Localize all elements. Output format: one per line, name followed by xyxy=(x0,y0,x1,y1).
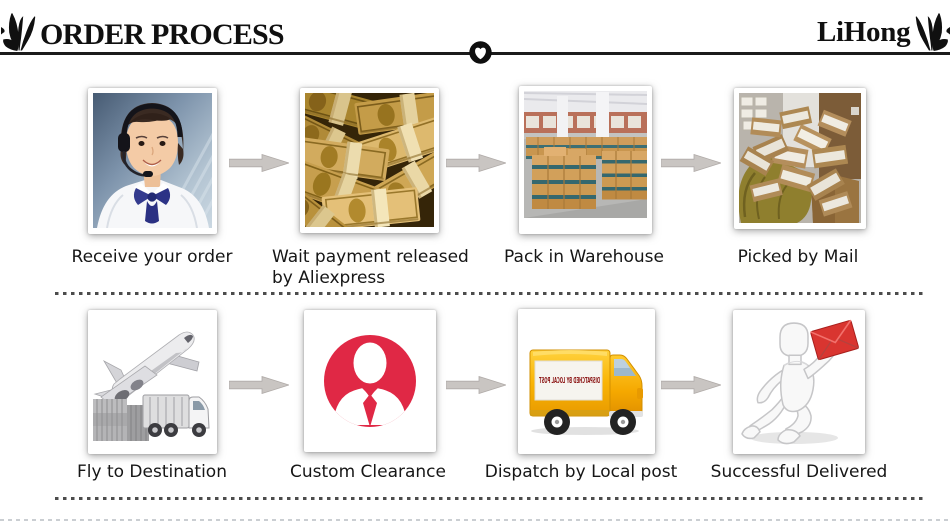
step-photo-custom-clearance xyxy=(304,310,436,452)
step-label-dispatch-local-post: Dispatch by Local post xyxy=(484,462,678,482)
running-figure-red-envelope-photo xyxy=(738,315,860,448)
step-photo-fly-destination xyxy=(88,310,217,454)
page-title: ORDER PROCESS xyxy=(40,18,285,51)
step-photo-receive-order xyxy=(88,88,217,234)
leaf-ornament-left xyxy=(1,13,36,51)
step-photo-wait-payment xyxy=(300,88,439,233)
step-label-wait-payment: Wait payment released by Aliexpress xyxy=(272,247,469,288)
step-label-receive-order: Receive your order xyxy=(71,247,233,267)
customer-service-agent-photo xyxy=(93,93,212,228)
arrow-step1-step2 xyxy=(229,154,289,172)
arrow-step5-step6 xyxy=(229,376,289,394)
dollar-bill-bundles-photo xyxy=(305,93,434,227)
page-edge-dotted-line xyxy=(0,519,950,521)
step-photo-successful-delivered xyxy=(733,310,865,454)
step-label-fly-destination: Fly to Destination xyxy=(77,462,227,482)
arrow-step7-step8 xyxy=(661,376,721,394)
truck-panel-text: DISPATCHED BY LOCAL POST xyxy=(539,376,600,385)
bottom-dotted-line xyxy=(55,497,923,500)
warehouse-box-stacks-photo xyxy=(524,91,647,218)
step-photo-picked-by-mail xyxy=(734,88,866,229)
row-separator-dotted-line xyxy=(55,292,923,295)
arrow-step3-step4 xyxy=(661,154,721,172)
parcels-in-mail-sacks-photo xyxy=(739,93,861,223)
customs-officer-badge-icon xyxy=(309,315,431,446)
step-photo-pack-warehouse xyxy=(519,86,652,234)
step-label-successful-delivered: Successful Delivered xyxy=(710,462,888,482)
step-photo-dispatch-local-post: DISPATCHED BY LOCAL POST xyxy=(518,309,655,454)
leaf-ornament-right xyxy=(915,13,950,51)
step-label-custom-clearance: Custom Clearance xyxy=(290,462,446,482)
heart-icon xyxy=(469,41,492,64)
step-label-picked-by-mail: Picked by Mail xyxy=(737,247,859,267)
local-post-truck-photo: DISPATCHED BY LOCAL POST xyxy=(523,314,650,448)
step-label-pack-warehouse: Pack in Warehouse xyxy=(504,247,664,267)
cargo-plane-truck-containers-photo xyxy=(93,315,212,448)
arrow-step2-step3 xyxy=(446,154,506,172)
arrow-step6-step7 xyxy=(446,376,506,394)
brand-name: LiHong xyxy=(817,16,911,48)
